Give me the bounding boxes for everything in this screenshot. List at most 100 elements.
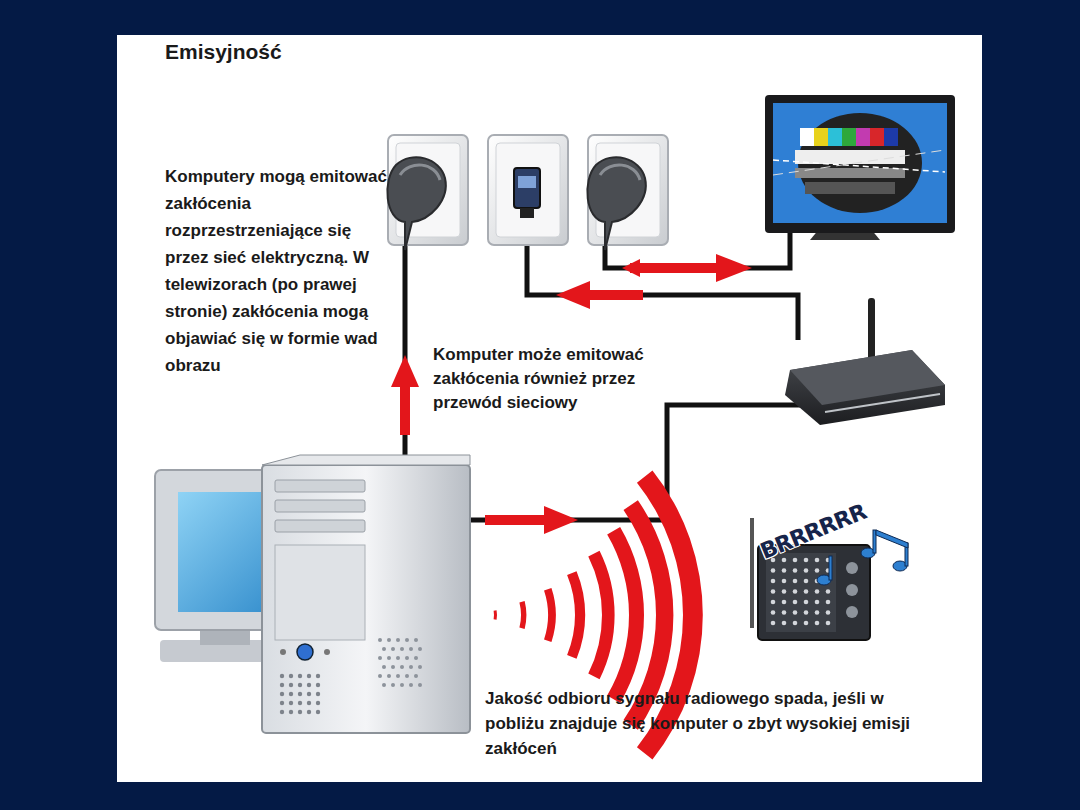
radio-waves [588, 551, 614, 679]
speaker-grille [307, 701, 311, 705]
television [828, 128, 842, 146]
radio [766, 553, 836, 632]
speaker-grille [804, 558, 809, 563]
television [800, 128, 814, 146]
speaker-grille [307, 692, 311, 696]
emission-arrow [716, 254, 752, 282]
speaker-grille [815, 568, 820, 573]
vent-grille [409, 683, 413, 687]
speaker-grille [280, 710, 284, 714]
vent-grille [396, 638, 400, 642]
panel [117, 35, 982, 782]
radio-waves [567, 571, 585, 659]
speaker-grille [804, 568, 809, 573]
radio-waves [544, 588, 556, 642]
television [805, 182, 895, 194]
computer-tower [280, 649, 286, 655]
speaker-grille [289, 692, 293, 696]
speaker-grille [804, 621, 809, 626]
speaker-grille [815, 610, 820, 615]
television [773, 103, 947, 223]
vent-grille [414, 674, 418, 678]
emission-arrow [391, 355, 419, 387]
radio-waves [494, 610, 497, 620]
emission-arrow [485, 515, 547, 525]
wall-socket [587, 135, 668, 250]
speaker-grille [793, 579, 798, 584]
speaker-grille [826, 600, 831, 605]
emission-arrow [556, 281, 590, 309]
vent-grille [391, 647, 395, 651]
router [785, 350, 945, 425]
vent-grille [396, 656, 400, 660]
television [884, 128, 898, 146]
speaker-grille [815, 600, 820, 605]
speaker-grille [804, 600, 809, 605]
speaker-grille [804, 589, 809, 594]
speaker-grille [826, 610, 831, 615]
vent-grille [378, 674, 382, 678]
speaker-grille [280, 692, 284, 696]
speaker-grille [782, 621, 787, 626]
vent-grille [418, 647, 422, 651]
speaker-grille [316, 701, 320, 705]
speaker-grille [316, 692, 320, 696]
television [765, 95, 955, 240]
wall-socket [400, 165, 440, 180]
speaker-grille [771, 610, 776, 615]
speaker-grille [826, 589, 831, 594]
network-socket [518, 176, 536, 188]
network-socket [488, 135, 568, 245]
vent-grille [409, 647, 413, 651]
television [842, 128, 856, 146]
vent-grille [409, 665, 413, 669]
speaker-grille [793, 610, 798, 615]
speaker-grille [289, 701, 293, 705]
television [765, 95, 955, 233]
network-socket [514, 168, 540, 208]
note-text: Komputery mogą emitować zakłócenia rozpr… [165, 163, 387, 379]
vent-grille [418, 683, 422, 687]
speaker-grille [307, 710, 311, 714]
television [856, 128, 870, 146]
vent-grille [378, 638, 382, 642]
computer-tower [262, 465, 470, 733]
radio-waves [607, 527, 644, 703]
radio [846, 606, 858, 618]
speaker-grille [793, 568, 798, 573]
speaker-grille [771, 558, 831, 626]
speaker-grille [771, 579, 776, 584]
network-socket [520, 208, 534, 218]
speaker-grille [771, 589, 776, 594]
vent-grille [378, 656, 382, 660]
vent-grille [382, 665, 386, 669]
vent-grille [405, 656, 409, 660]
note-text: Komputer może emitować zakłócenia równie… [433, 343, 661, 415]
vent-grille [396, 674, 400, 678]
speaker-grille [815, 589, 820, 594]
speaker-grille [298, 710, 302, 714]
emission-arrow [544, 506, 578, 534]
network-socket [488, 135, 568, 245]
emission-arrow [585, 290, 643, 300]
vent-grille [378, 638, 422, 687]
television [773, 150, 945, 175]
radio [846, 562, 858, 574]
wall-socket [587, 157, 645, 250]
note-text: Jakość odbioru sygnału radiowego spada, … [485, 686, 930, 761]
vent-grille [400, 647, 404, 651]
radio [846, 584, 858, 596]
speaker-grille [316, 683, 320, 687]
radio-waves [519, 601, 526, 629]
computer-tower [297, 644, 313, 660]
computer-tower [262, 455, 470, 465]
computer-tower [262, 455, 470, 733]
vent-grille [405, 638, 409, 642]
radio [750, 518, 754, 628]
router [785, 298, 945, 425]
speaker-grille [815, 558, 820, 563]
speaker-grille [793, 558, 798, 563]
vent-grille [400, 665, 404, 669]
